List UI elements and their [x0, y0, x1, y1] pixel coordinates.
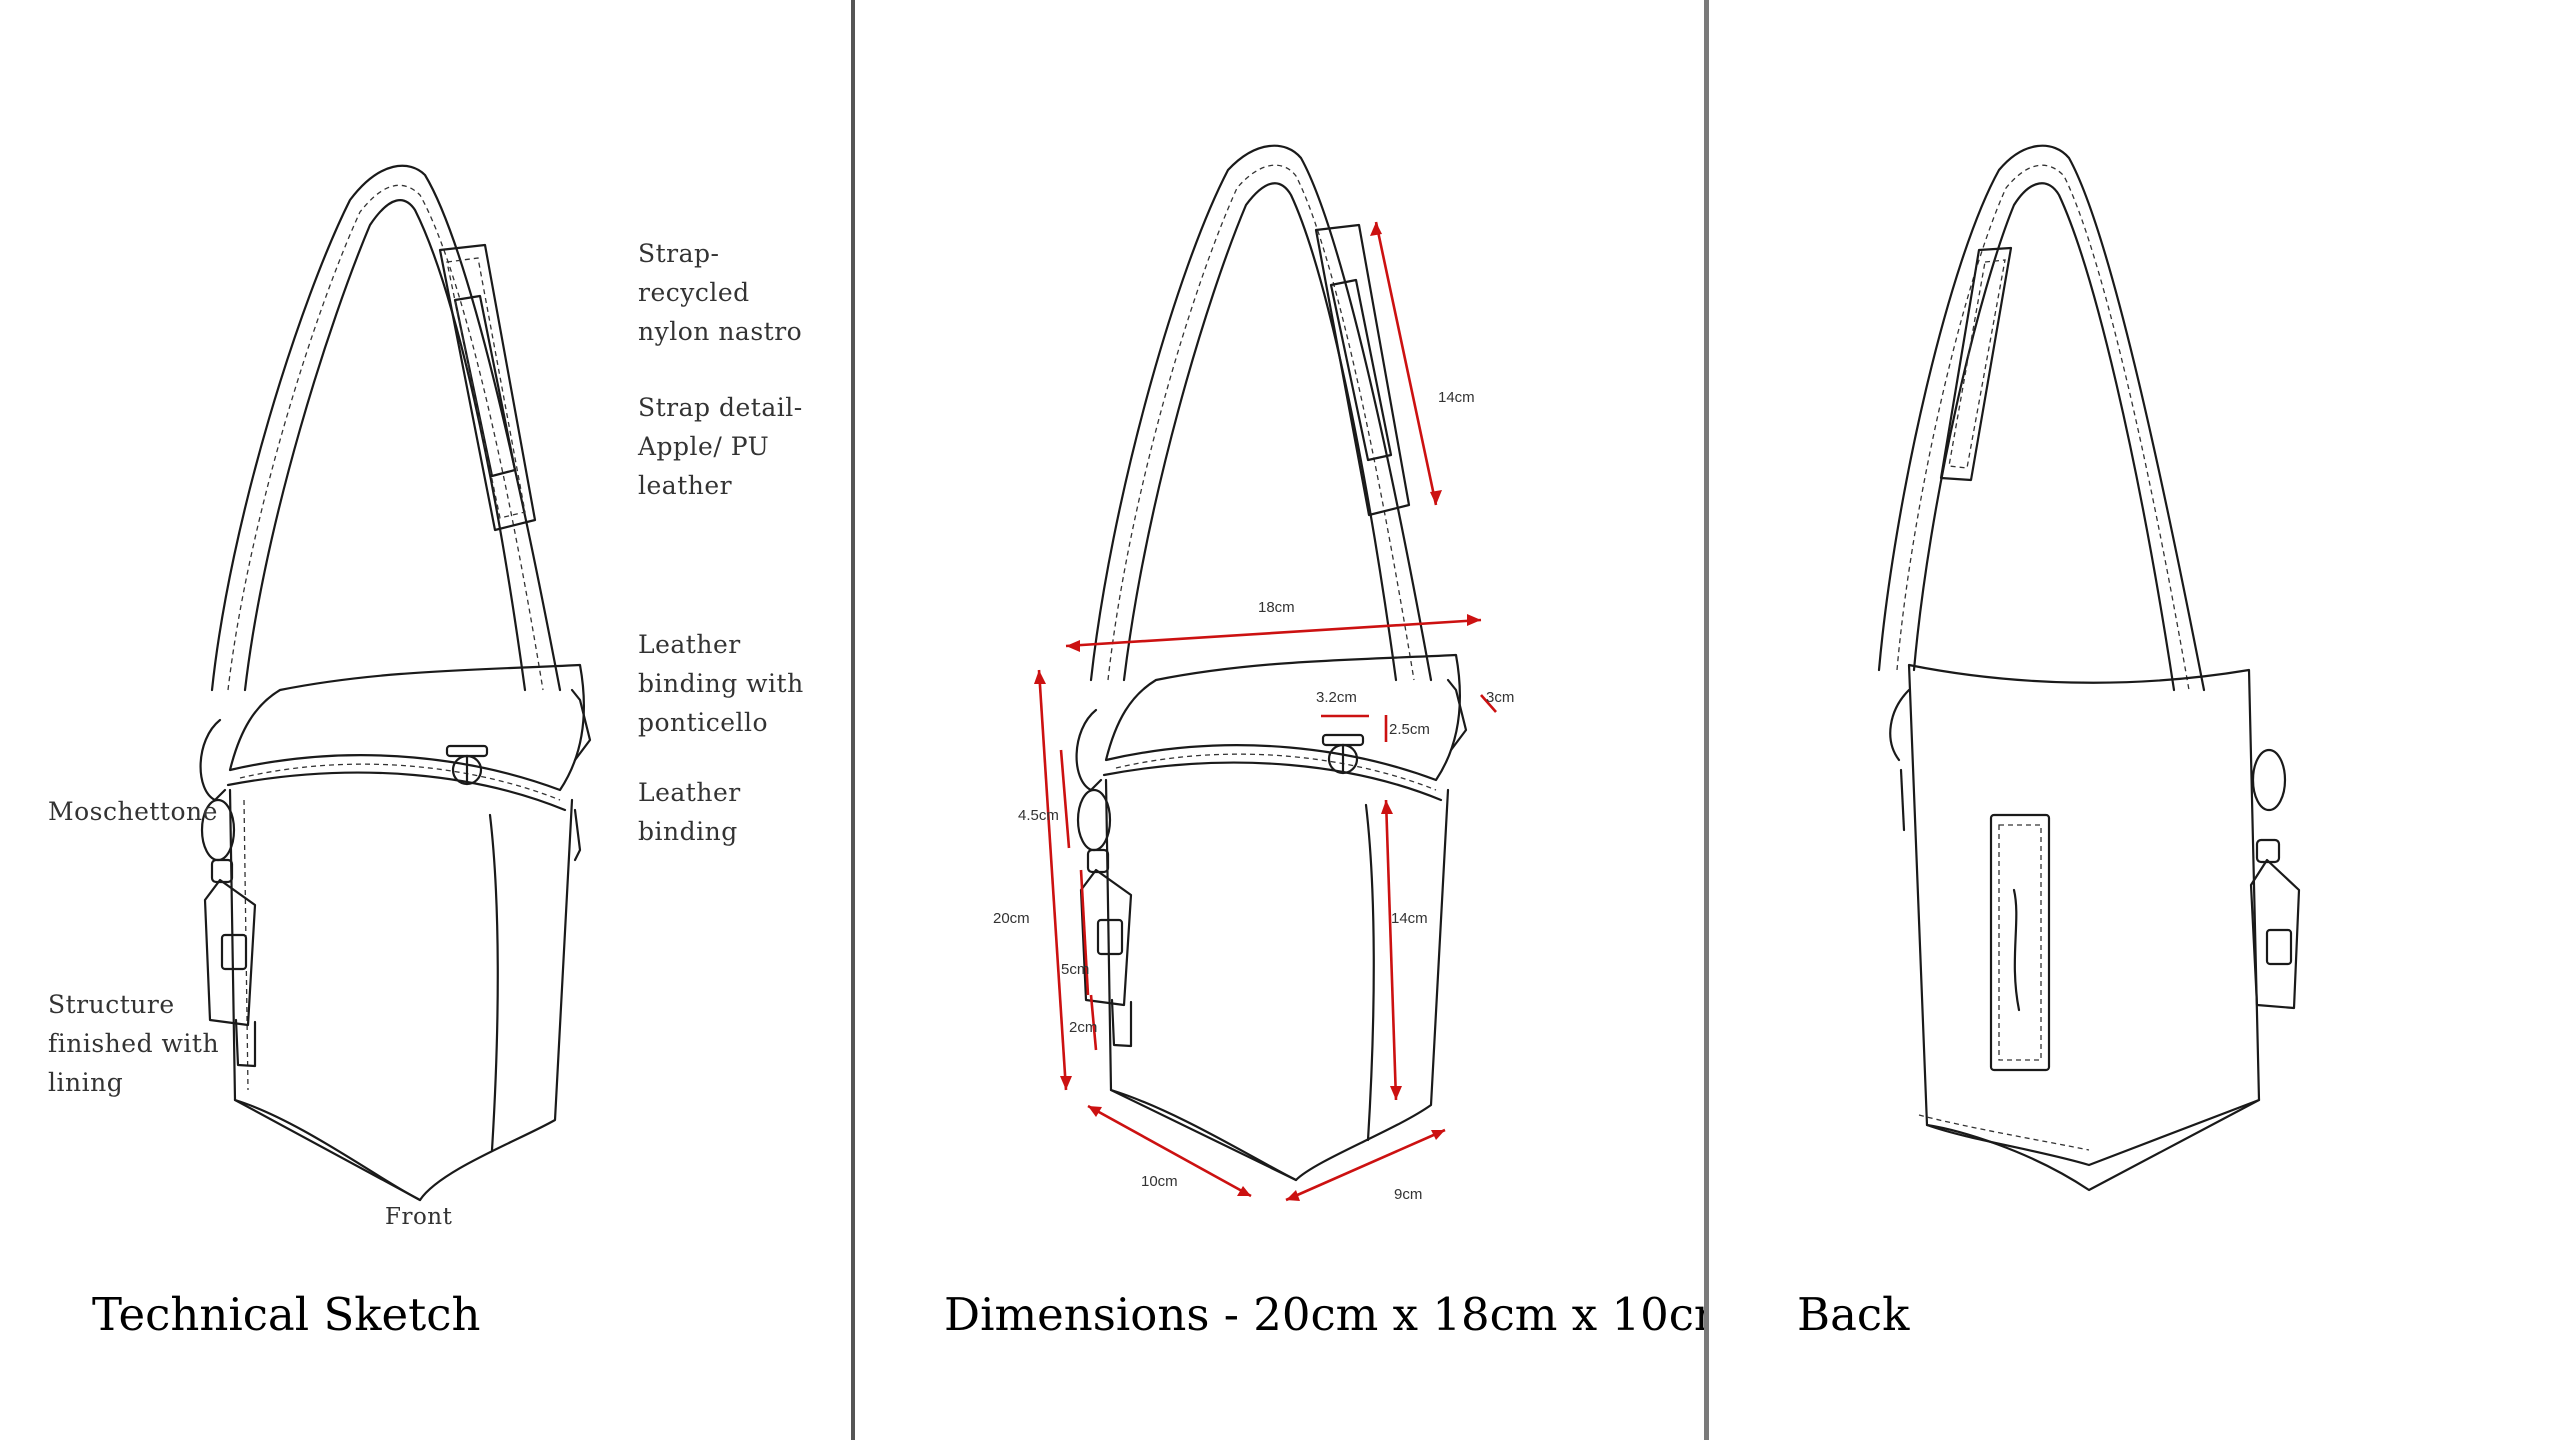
back-caption: Back — [1797, 1288, 1910, 1341]
strap-detail-annotation: Strap detail- Apple/ PU leather — [638, 388, 803, 505]
technical-sketch-caption: Technical Sketch — [92, 1288, 481, 1341]
panel-divider — [1704, 0, 1709, 1440]
dim-label: 3.2cm — [1316, 689, 1357, 706]
back-bag-sketch — [1877, 144, 2301, 1192]
annotation-line: leather — [638, 471, 733, 500]
dim-label: 18cm — [1258, 599, 1295, 616]
structure-annotation: Structure finished with lining — [48, 985, 219, 1102]
dim-label: 10cm — [1141, 1173, 1178, 1190]
front-label: Front — [385, 1204, 453, 1230]
leather-binding-annotation: Leather binding — [638, 773, 741, 851]
annotation-line: Strap- — [638, 239, 720, 268]
dimensions-panel: 14cm 18cm 3.2cm 2.5cm 3cm 4.5cm 20cm 14c… — [855, 0, 1737, 1440]
annotation-line: ponticello — [638, 708, 769, 737]
front-bag-sketch — [199, 164, 592, 1202]
annotation-line: nylon nastro — [638, 317, 803, 346]
annotation-line: binding — [638, 817, 738, 846]
dim-label: 5cm — [1061, 961, 1089, 978]
dim-label: 2.5cm — [1389, 721, 1430, 738]
annotation-line: lining — [48, 1068, 124, 1097]
dim-label: 14cm — [1391, 910, 1428, 927]
leather-binding-ponticello-annotation: Leather binding with ponticello — [638, 625, 804, 742]
dim-label: 4.5cm — [1018, 807, 1059, 824]
annotation-line: Leather — [638, 778, 741, 807]
annotation-line: Leather — [638, 630, 741, 659]
dim-label: 2cm — [1069, 1019, 1097, 1036]
annotation-line: binding with — [638, 669, 804, 698]
panel-divider — [851, 0, 855, 1440]
back-panel: Back — [1709, 0, 2560, 1440]
annotation-line: finished with — [48, 1029, 220, 1058]
annotation-line: Apple/ PU — [638, 432, 770, 461]
dimensions-caption: Dimensions - 20cm x 18cm x 10cm — [944, 1288, 1737, 1341]
annotation-line: recycled — [638, 278, 750, 307]
dimension-bag-sketch: 14cm 18cm 3.2cm 2.5cm 3cm 4.5cm 20cm 14c… — [993, 144, 1514, 1203]
annotation-line: Strap detail- — [638, 393, 803, 422]
strap-annotation: Strap- recycled nylon nastro — [638, 234, 802, 351]
technical-sketch-panel: Strap- recycled nylon nastro Strap detai… — [0, 0, 851, 1440]
dim-label: 20cm — [993, 910, 1030, 927]
moschettone-annotation: Moschettone — [48, 797, 218, 826]
dim-label: 9cm — [1394, 1186, 1422, 1203]
dim-label: 3cm — [1486, 689, 1514, 706]
dimension-lines — [1034, 221, 1497, 1202]
dim-label: 14cm — [1438, 389, 1475, 406]
annotation-line: Structure — [48, 990, 175, 1019]
